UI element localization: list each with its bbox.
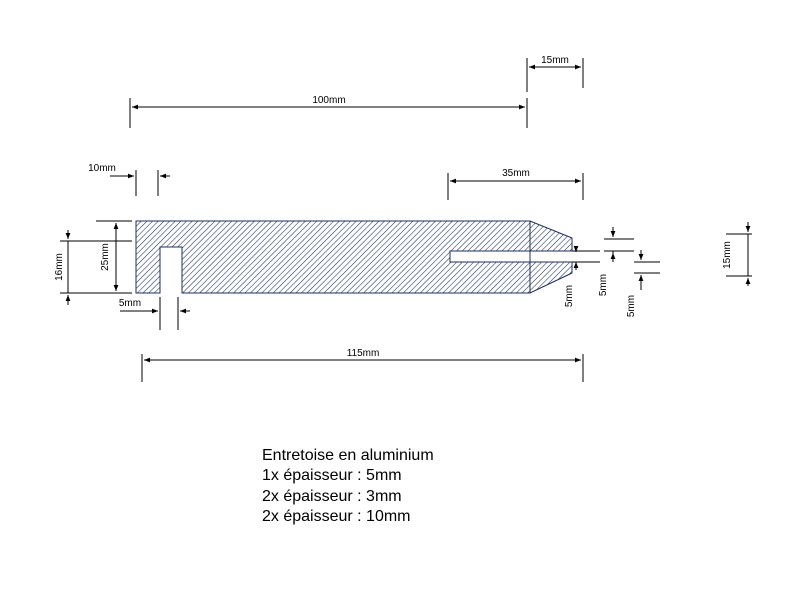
note-title: Entretoise en aluminium bbox=[262, 447, 434, 464]
svg-text:5mm: 5mm bbox=[564, 285, 575, 307]
svg-text:25mm: 25mm bbox=[100, 243, 111, 271]
dim-16mm: 16mm bbox=[54, 230, 132, 305]
svg-text:10mm: 10mm bbox=[88, 163, 116, 174]
svg-text:15mm: 15mm bbox=[541, 55, 569, 66]
svg-text:5mm: 5mm bbox=[598, 274, 609, 296]
dim-5mm-bottom: 5mm bbox=[119, 297, 190, 330]
dim-15mm-top: 15mm bbox=[526, 55, 584, 92]
part-notes: Entretoise en aluminium 1x épaisseur : 5… bbox=[262, 446, 434, 527]
dim-15mm-right: 15mm bbox=[722, 222, 752, 286]
dim-35mm: 35mm bbox=[447, 168, 584, 200]
dim-5mm-tip-top: 5mm bbox=[598, 227, 634, 296]
dim-25mm: 25mm bbox=[96, 220, 132, 291]
dim-115mm: 115mm bbox=[141, 348, 584, 382]
note-thickness-10: 2x épaisseur : 10mm bbox=[262, 507, 411, 525]
dim-5mm-tip-lower: 5mm bbox=[626, 250, 660, 317]
svg-text:15mm: 15mm bbox=[722, 241, 733, 269]
svg-text:5mm: 5mm bbox=[626, 295, 637, 317]
svg-text:16mm: 16mm bbox=[54, 253, 65, 281]
note-thickness-3: 2x épaisseur : 3mm bbox=[262, 487, 402, 505]
svg-text:100mm: 100mm bbox=[312, 95, 345, 106]
spacer-part bbox=[135, 220, 573, 294]
dim-100mm: 100mm bbox=[129, 95, 528, 128]
dim-10mm: 10mm bbox=[88, 163, 170, 196]
note-thickness-5: 1x épaisseur : 5mm bbox=[262, 467, 402, 485]
svg-text:115mm: 115mm bbox=[347, 348, 380, 359]
dim-5mm-slot: 5mm bbox=[564, 246, 579, 307]
svg-text:5mm: 5mm bbox=[119, 298, 141, 309]
svg-text:35mm: 35mm bbox=[502, 168, 530, 179]
